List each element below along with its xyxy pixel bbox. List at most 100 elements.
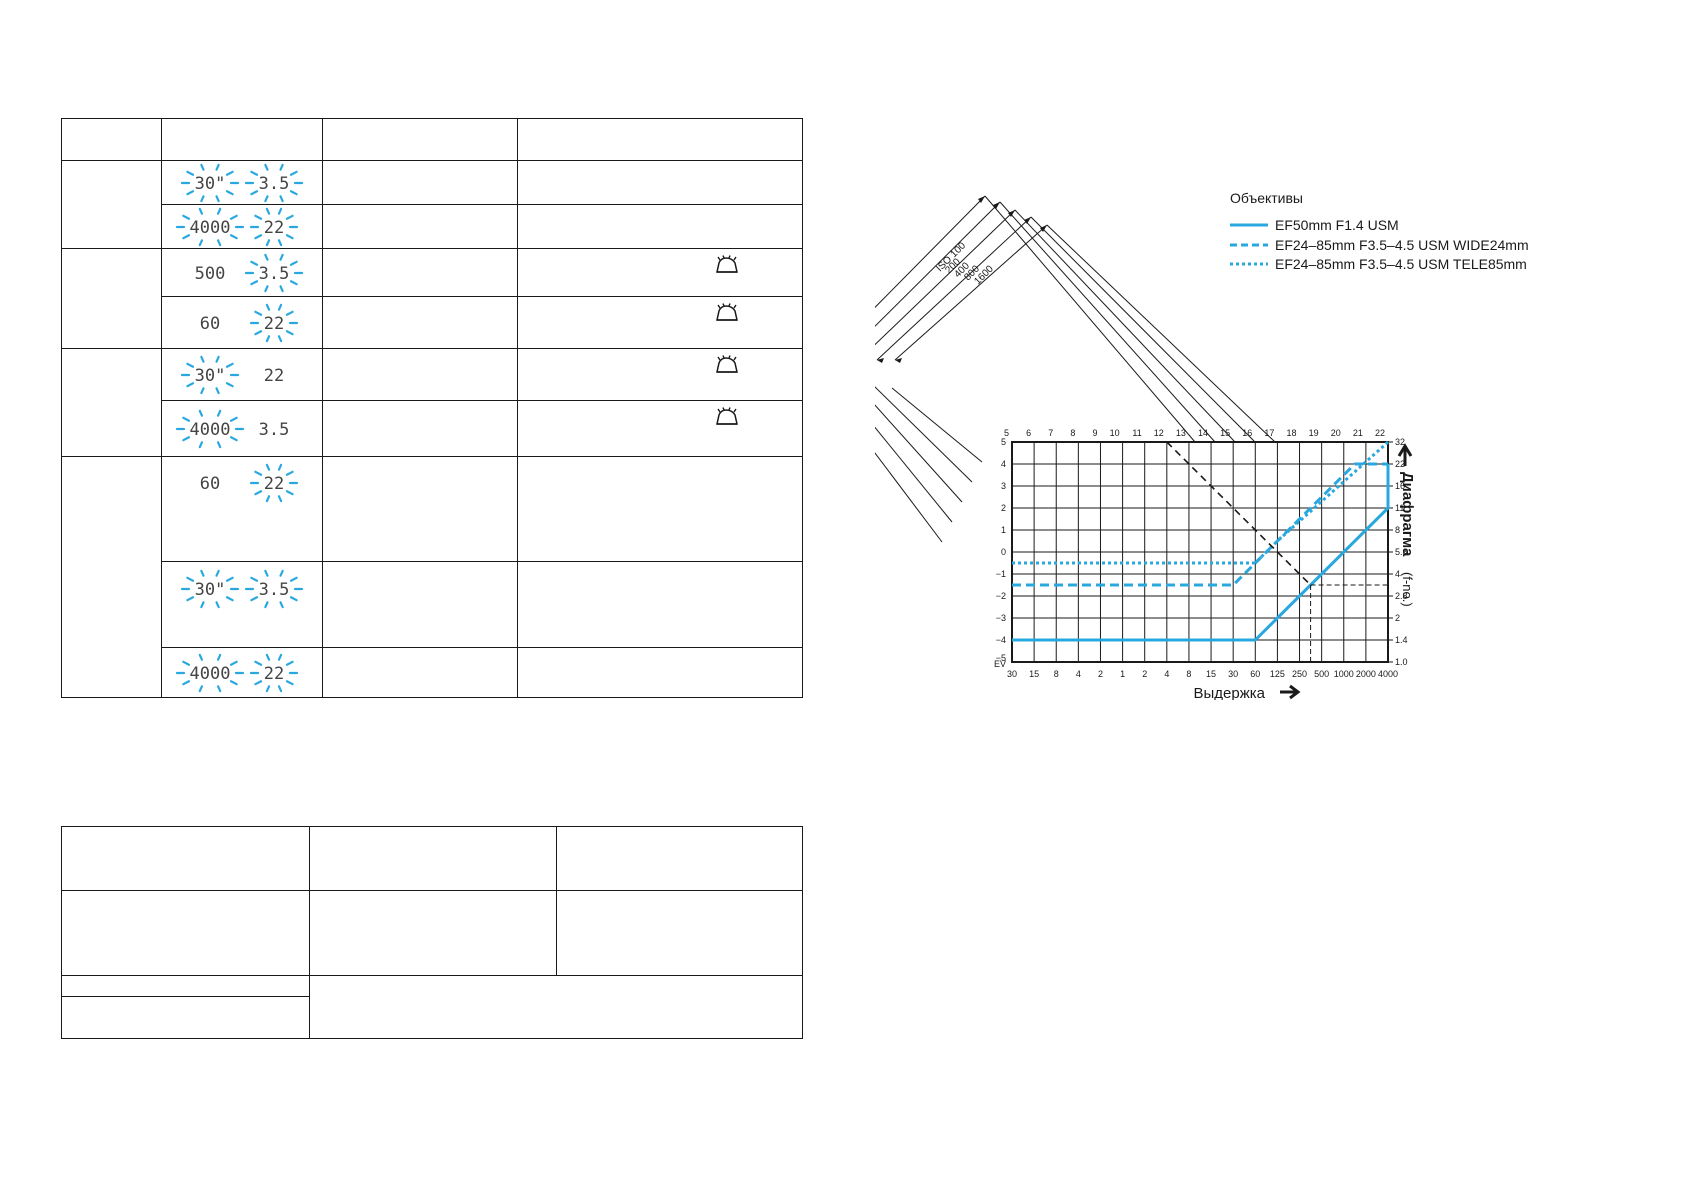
x-tick-label: 15 — [1029, 669, 1039, 679]
blink-rays-icon — [175, 207, 244, 246]
blink-rays-icon — [180, 355, 239, 394]
blink-rays-icon — [244, 569, 303, 609]
lcd-shutter: 30" — [194, 580, 225, 600]
x-tick-label: 1 — [1120, 669, 1125, 679]
x-tick-label: 4 — [1164, 669, 1169, 679]
table-row — [61, 890, 803, 976]
header-cell — [61, 118, 162, 161]
y-axis-title: Диафрагма — [1399, 472, 1416, 557]
example-exposure-line — [1166, 441, 1312, 586]
ev-label: EV — [994, 659, 1006, 669]
blink-rays-icon — [244, 163, 303, 202]
example-guide-lines — [1310, 584, 1388, 662]
lcd-aperture: 22 — [263, 366, 283, 386]
ev-top-label: 8 — [1070, 428, 1075, 438]
blink-rays-icon — [175, 653, 244, 692]
ev-top-label: 5 — [1004, 428, 1009, 438]
x-tick-label: 2 — [1098, 669, 1103, 679]
x-arrow-icon — [1280, 684, 1301, 700]
table-row: 500 3.5 — [61, 248, 804, 349]
y-arrow-icon — [1397, 443, 1413, 466]
ev-left-label: 3 — [1001, 481, 1006, 491]
series-line-dotted — [1012, 440, 1390, 565]
y-tick-label: 1.0 — [1395, 657, 1408, 667]
header-cell — [321, 118, 518, 161]
blink-rays-icon — [249, 463, 298, 503]
blink-rays-icon — [249, 653, 298, 692]
lcd-cell: 4000 22 — [160, 647, 323, 698]
table-header-row — [61, 118, 804, 161]
table-row: 30"3.5 — [62, 561, 804, 648]
lcd-shutter: 4000 — [189, 664, 230, 684]
ev-top-label: 10 — [1110, 428, 1120, 438]
lcd-cell: 500 3.5 — [160, 248, 323, 297]
x-tick-label: 125 — [1270, 669, 1285, 679]
ev-left-label: 0 — [1001, 547, 1006, 557]
x-tick-label: 1000 — [1334, 669, 1354, 679]
y-tick-label: 32 — [1395, 437, 1405, 447]
ev-top-label: 15 — [1220, 428, 1230, 438]
ev-left-label: −5 — [996, 653, 1006, 663]
x-tick-label: 30 — [1007, 669, 1017, 679]
ev-top-label: 16 — [1242, 428, 1252, 438]
ev-left-label: 4 — [1001, 459, 1006, 469]
lcd-display-icon: 30"3.5 — [180, 163, 303, 202]
camera-shake-warning-icon — [716, 407, 738, 425]
lcd-aperture: 3.5 — [258, 174, 289, 194]
header-cell — [160, 118, 323, 161]
lcd-shutter: 60 — [199, 314, 219, 334]
y-axis-unit: (f-no.) — [1400, 572, 1415, 607]
ev-top-label: 17 — [1264, 428, 1274, 438]
ev-top-label: 7 — [1048, 428, 1053, 438]
ev-top-label: 13 — [1176, 428, 1186, 438]
ev-left-label: 1 — [1001, 525, 1006, 535]
x-tick-label: 2 — [1142, 669, 1147, 679]
blink-rays-icon — [244, 253, 303, 292]
lcd-aperture: 22 — [263, 664, 283, 684]
y-tick-label: 2.8 — [1395, 591, 1408, 601]
y-tick-label: 8 — [1395, 525, 1400, 535]
x-tick-label: 30 — [1228, 669, 1238, 679]
x-axis-title: Выдержка — [1194, 685, 1266, 700]
ev-left-label: 5 — [1001, 437, 1006, 447]
blink-rays-icon — [249, 303, 298, 342]
legend-title: Объективы — [1230, 190, 1303, 206]
camera-shake-warning-icon — [716, 303, 738, 321]
y-tick-label: 5.6 — [1395, 547, 1408, 557]
lcd-shutter: 4000 — [189, 218, 230, 238]
chart-series — [1012, 440, 1390, 662]
lcd-aperture: 3.5 — [258, 264, 289, 284]
table-row: 30"22 — [61, 348, 804, 457]
ev-top-label: 14 — [1198, 428, 1208, 438]
ev-top-label: 19 — [1309, 428, 1319, 438]
x-tick-label: 15 — [1206, 669, 1216, 679]
legend-label: EF50mm F1.4 USM — [1275, 217, 1399, 233]
lcd-shutter: 500 — [194, 264, 225, 284]
y-tick-label: 2 — [1395, 613, 1400, 623]
group-cell — [61, 348, 162, 457]
ev-left-label: −1 — [996, 569, 1006, 579]
ev-left-label: −4 — [996, 635, 1006, 645]
series-line-dashed — [1012, 462, 1388, 587]
lcd-shutter: 60 — [199, 474, 219, 494]
series-line-solid — [1012, 464, 1390, 642]
lcd-display-icon: 500 3.5 — [194, 253, 303, 292]
blink-rays-icon — [180, 569, 239, 609]
table-row — [61, 975, 804, 1039]
group-cell — [61, 456, 162, 698]
x-tick-label: 8 — [1054, 669, 1059, 679]
blink-rays-icon — [180, 163, 239, 202]
ev-left-label: −3 — [996, 613, 1006, 623]
ev-left-label: −2 — [996, 591, 1006, 601]
table-row: 4000 22 — [62, 647, 804, 698]
ev-top-label: 22 — [1375, 428, 1385, 438]
blink-rays-icon — [249, 207, 298, 246]
